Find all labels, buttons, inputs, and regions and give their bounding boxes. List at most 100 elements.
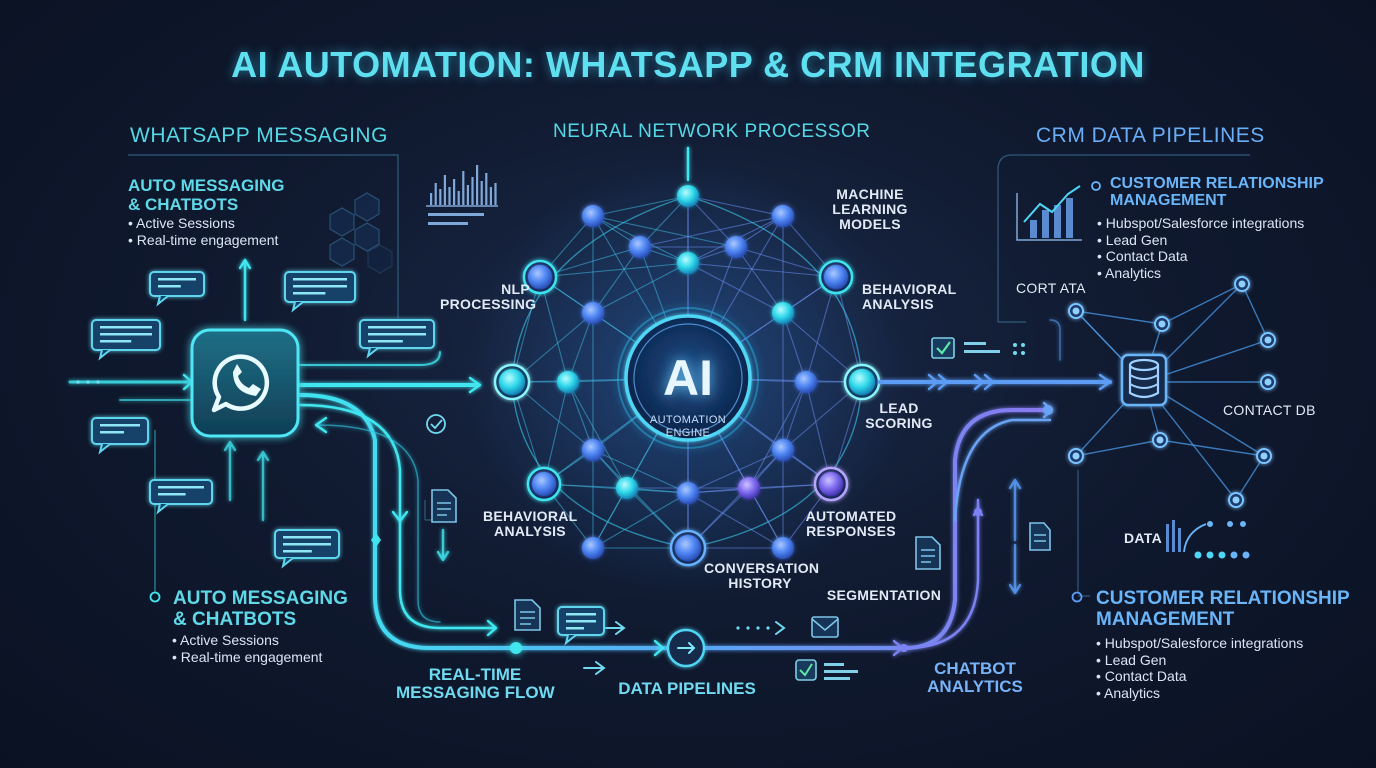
flow-dashes [76,343,1025,630]
crm-bullets-top: Hubspot/Salesforce integrationsLead GenC… [1097,215,1304,281]
network-edge [592,215,737,248]
network-edge [735,246,837,278]
section-frames [128,154,1250,597]
chat-bubble-icon [359,319,435,359]
chat-bubble-icon [149,479,213,515]
network-edge [782,381,807,451]
chat-bubble-icon [557,606,605,646]
whatsapp-hub[interactable] [190,328,300,438]
network-node [795,371,817,393]
section-title-neural: NEURAL NETWORK PROCESSOR [553,121,871,142]
section-title-whatsapp: WHATSAPP MESSAGING [130,124,388,147]
network-node [616,477,638,499]
crm-edge [1075,439,1161,457]
network-node [738,477,760,499]
chat-bubble-icon [274,529,340,569]
label-cort-ata: CORT ATA [1016,280,1086,296]
ai-core-label: AI [663,350,713,406]
network-node [677,482,699,504]
network-node [725,236,747,258]
network-edge [539,246,641,278]
network-edge [539,262,689,278]
database-icon[interactable] [1120,353,1168,407]
network-node [582,302,604,324]
bar-mark [466,185,469,205]
network-edge [735,246,784,314]
crm-edge [1075,310,1163,325]
network-edge [687,262,784,314]
chat-bubble-icon [149,271,205,307]
crm-node-core [1232,496,1240,504]
bar-mark [476,165,479,205]
network-node [819,472,843,496]
crm-node-core [1156,436,1164,444]
envelope-icon [811,616,839,638]
network-edge [639,195,689,248]
bar-mark [453,179,456,205]
network-edge [687,449,784,494]
network-node [772,302,794,324]
crm-edge [1235,455,1265,501]
network-edge [539,276,569,383]
bar-mark [485,173,488,205]
network-edge [782,312,807,383]
ai-core [617,307,759,449]
network-edge [567,381,594,451]
network-edge [592,262,689,314]
crm-chart-icon [1016,181,1101,241]
chat-bubble-icon [284,271,356,313]
checklist-icon [931,337,1000,359]
chat-bubbles [91,271,605,646]
network-node [582,205,604,227]
bar-mark [439,189,442,205]
crm-network-nodes [1068,276,1276,508]
network-edge [748,381,807,489]
crm-bullets-bottom: Hubspot/Salesforce integrationsLead GenC… [1096,635,1303,701]
bar-mark [494,183,497,205]
network-edge [805,381,832,485]
bar-mark [480,181,483,205]
network-node [677,252,699,274]
network-node [582,439,604,461]
network-node [772,537,794,559]
crm-node-core [1072,307,1080,315]
crm-network-edges [1075,283,1269,501]
crm-node-core [1264,336,1272,344]
bar-chart-icon [426,165,498,225]
network-node [582,537,604,559]
crm-node-core [1158,320,1166,328]
network-node [499,369,525,395]
network-edge [567,381,628,489]
chat-bubble-icon [91,417,149,455]
network-edge [687,195,784,217]
network-node [824,265,848,289]
network-edge [805,276,837,383]
crm-edge [1161,283,1243,325]
bar-mark [443,175,446,205]
network-node [772,439,794,461]
network-edge [687,195,737,248]
network-nodes [493,185,881,567]
crm-edge [1241,283,1269,341]
flow-node [149,405,1083,668]
network-edge [567,312,594,383]
network-edge [543,381,569,485]
network-node [849,369,875,395]
bar-mark [434,183,437,205]
section-title-crm: CRM DATA PIPELINES [1036,124,1265,147]
network-node [677,185,699,207]
bar-mark [489,187,492,205]
auto-messaging-bullets-bottom: Active SessionsReal-time engagement [172,632,322,665]
crm-node-core [1072,452,1080,460]
network-edge [687,492,784,549]
page-title: AI AUTOMATION: WHATSAPP & CRM INTEGRATIO… [231,44,1145,85]
